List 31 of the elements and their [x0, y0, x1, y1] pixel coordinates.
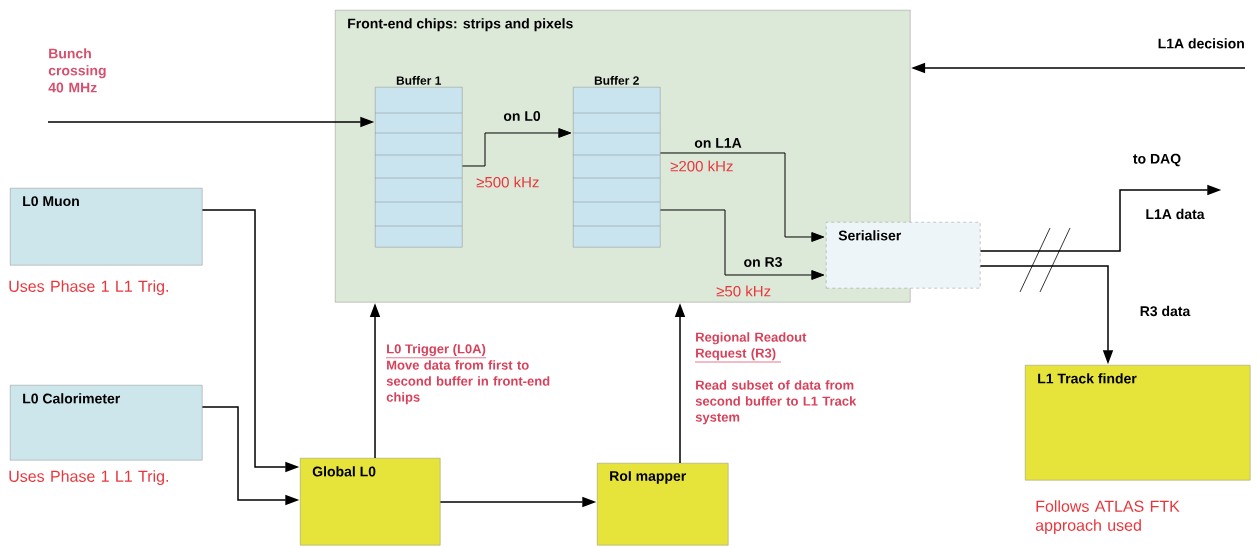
edge-label: R3 data — [1138, 304, 1192, 318]
note-text: Uses Phase 1 L1 Trig. — [9, 280, 168, 296]
annotation-text: Move data from first to second buffer in front-end chips — [386, 360, 550, 405]
rate-label: ≥500 kHz — [476, 176, 539, 188]
destination-label: to DAQ — [1133, 153, 1181, 167]
process-box: Global L0 — [300, 458, 441, 546]
annotation-text: Read subset of data from second buffer to L1 Track system — [695, 380, 857, 425]
input-label: L1A decision — [1158, 38, 1244, 49]
edge-label: on L0 — [502, 110, 542, 122]
edge-label: on L1A — [693, 137, 743, 149]
heading-text: Regional Readout Request (R3) — [694, 332, 807, 363]
rate-label: ≥200 kHz — [670, 160, 733, 172]
buffer-stack: Buffer 2 — [572, 76, 661, 248]
process-box: L1 Track finder — [1025, 365, 1251, 481]
rate-label: ≥50 kHz — [716, 285, 771, 297]
edge-label: on R3 — [742, 256, 784, 268]
arrow — [659, 209, 825, 280]
buffer-stack: Buffer 1 — [374, 76, 463, 248]
heading-text: L0 Trigger (L0A) — [385, 343, 487, 359]
input-label: Bunch crossing 40 MHz — [48, 48, 106, 93]
process-box: RoI mapper — [597, 463, 729, 546]
node-label: Buffer 2 — [594, 75, 639, 85]
node-label: Buffer 1 — [396, 75, 442, 85]
process-box: L0 Calorimeter — [10, 385, 203, 461]
note-text: Follows ATLAS FTK approach used — [1035, 500, 1180, 535]
process-box: Serialiser — [826, 222, 981, 289]
arrow — [461, 128, 572, 167]
note-text: Uses Phase 1 L1 Trig. — [9, 470, 168, 486]
edge-label: L1A data — [1144, 207, 1206, 221]
arrow — [659, 152, 825, 242]
process-box: L0 Muon — [10, 188, 203, 266]
